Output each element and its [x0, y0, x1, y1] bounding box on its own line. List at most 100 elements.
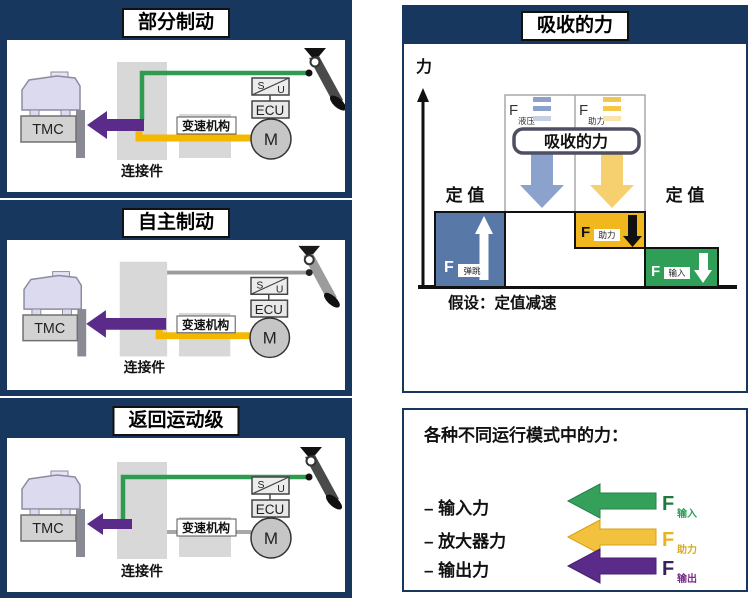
reservoir-leg: [60, 508, 71, 516]
panel-body: 变速机构 TMC 连接件 S U ECU M: [7, 240, 345, 390]
connector-label: 连接件: [121, 163, 163, 179]
tmc-box: [20, 115, 77, 143]
panel-body: 变速机构 TMC 连接件 S U ECU M: [7, 438, 345, 592]
jumpin-sub-box: [458, 264, 486, 277]
brake-pedal: [304, 48, 345, 111]
input-sub-box: [664, 267, 690, 279]
hydraulic-f-sub: 液压: [518, 116, 536, 126]
reservoir-leg: [31, 308, 42, 316]
boost-down-arrow-head: [590, 185, 634, 208]
motor-circle: [250, 118, 292, 160]
input-down-arrow-shaft: [699, 253, 708, 270]
reservoir-leg: [60, 109, 71, 117]
boost-dash: [603, 97, 621, 102]
pedal-pad: [329, 95, 345, 111]
gearbox-label: 变速机构: [182, 520, 230, 535]
return-motion-diagram: 变速机构 TMC 连接件 S U ECU M: [20, 447, 343, 579]
output-f-symbol-sub: 输出: [677, 572, 697, 585]
pedal-pad: [324, 292, 340, 308]
pedal-link-dot: [305, 269, 313, 277]
panel-force-legend: 各种不同运行模式中的力： – 输入力 – 放大器力 – 输出力 F 输入 F 助…: [402, 408, 748, 592]
partial-braking-diagram: 变速机构 TMC 连接件 S U ECU M: [20, 48, 345, 179]
sensor-u-label: U: [276, 284, 283, 295]
connector-block: [119, 261, 168, 357]
absorbed-force-callout-label: 吸收的力: [544, 132, 608, 151]
motor-label: M: [264, 130, 278, 149]
pedal-lever: [305, 455, 339, 505]
legend-item-output: – 输出力: [424, 560, 489, 580]
tmc-label: TMC: [32, 521, 63, 537]
ecu-label: ECU: [255, 302, 283, 317]
sensor-s-label: S: [257, 479, 264, 491]
panel-title: 吸收的力: [520, 11, 630, 41]
motor-circle: [249, 317, 291, 359]
sensor-u-label: U: [277, 483, 285, 495]
gearbox-label-box: [176, 116, 237, 135]
pedal-pivot-cap: [298, 245, 321, 259]
sensor-diagonal: [251, 476, 290, 495]
tmc-flange: [76, 509, 85, 557]
boost-down-black-arrow-head: [623, 236, 642, 247]
input-down-arrow-head: [694, 270, 712, 283]
booster-f-symbol: F: [662, 529, 674, 551]
boost-f-sub: 助力: [588, 116, 605, 126]
assumption-label: 假设：定值减速: [448, 293, 557, 312]
gearbox-label-box: [176, 518, 237, 537]
ecu-box: [250, 299, 289, 318]
hydraulic-f-label: F: [509, 102, 518, 119]
legend-heading: 各种不同运行模式中的力：: [423, 425, 628, 445]
ecu-box: [251, 100, 290, 119]
pedal-lever: [303, 253, 337, 304]
pedal-link-dot: [305, 69, 313, 77]
absorbed-force-chart: 力 F 液压 F 助力 吸收的力 定 值 定 值: [416, 57, 737, 312]
motor-label: M: [263, 329, 277, 348]
panel-title: 部分制动: [121, 8, 231, 38]
hydraulic-dash: [533, 106, 551, 111]
reservoir-leg: [62, 308, 72, 316]
autonomous-braking-diagram: 变速机构 TMC 连接件 S U ECU M: [22, 245, 340, 375]
pedal-link-dot: [305, 473, 313, 481]
jumpin-up-arrow-head: [475, 216, 493, 234]
hydraulic-dash: [533, 116, 551, 121]
tmc-label: TMC: [32, 122, 63, 138]
brake-pedal: [300, 447, 343, 510]
panel-title: 返回运动级: [112, 406, 240, 436]
sensor-u-label: U: [277, 84, 285, 96]
booster-f-symbol-sub: 助力: [677, 543, 697, 556]
panel-return-motion: 返回运动级 变速机构 TMC 连接件 S U: [0, 398, 352, 598]
sensor-diagonal: [251, 77, 290, 96]
pedal-pivot: [305, 455, 317, 467]
hydraulic-down-arrow-head: [520, 185, 564, 208]
sensor-diagonal: [250, 276, 288, 295]
pedal-pivot-cap: [304, 48, 326, 61]
gearbox-label: 变速机构: [182, 118, 230, 133]
input-force-line: [120, 474, 309, 523]
brake-pedal-released: [298, 245, 340, 308]
tmc-flange: [77, 309, 87, 357]
jumpin-up-arrow-shaft: [479, 232, 489, 280]
panel-autonomous-braking: 自主制动 变速机构 TMC 连接件 S U: [0, 200, 352, 396]
panel-title: 自主制动: [121, 208, 231, 238]
motor-circle: [250, 517, 292, 559]
fluid-reservoir: [21, 75, 81, 111]
const-value-right: 定 值: [666, 185, 705, 205]
panel-absorbed-force: 吸收的力 力 F 液压 F 助力 吸收的力 定 值 定 值: [402, 5, 748, 393]
tmc-flange: [76, 110, 85, 158]
input-force-line: [139, 70, 309, 120]
gearbox-label-box: [176, 315, 236, 334]
boost-dash: [603, 116, 621, 121]
pedal-pad: [325, 494, 343, 510]
absorbed-force-callout: [512, 127, 641, 155]
reservoir-leg: [29, 508, 40, 516]
const-value-left: 定 值: [446, 185, 485, 205]
output-f-symbol: F: [662, 558, 674, 580]
pedal-lever: [309, 56, 343, 106]
reservoir-leg: [29, 109, 40, 117]
ecu-label: ECU: [256, 502, 285, 517]
input-f-sub: 输入: [668, 268, 686, 278]
panel-body: 变速机构 TMC 连接件 S U ECU M: [7, 40, 345, 192]
gearbox-label: 变速机构: [182, 318, 229, 332]
fluid-reservoir: [23, 274, 83, 310]
input-force-legend-arrow: [566, 483, 657, 519]
